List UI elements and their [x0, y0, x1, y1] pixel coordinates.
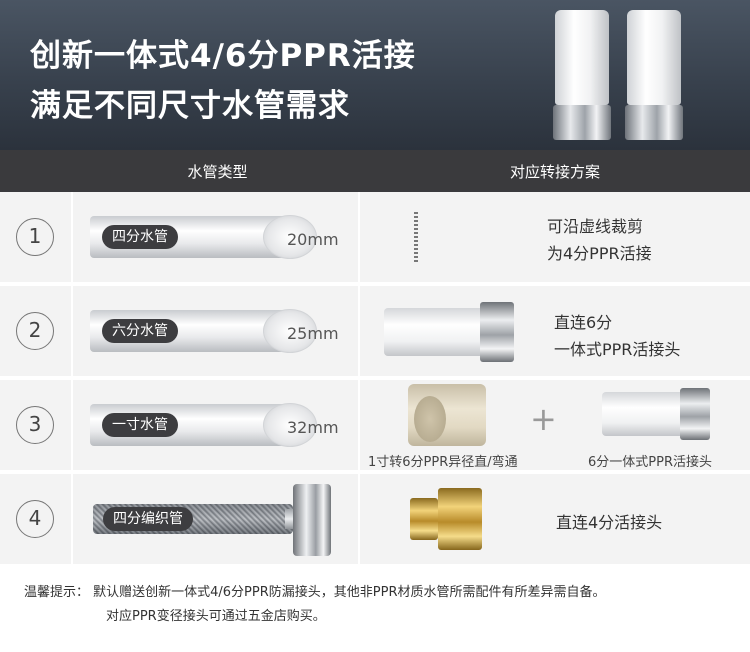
pipe-cell: 六分水管 25mm	[75, 286, 360, 376]
metal-nut-image	[480, 302, 514, 362]
header-solution: 对应转接方案	[509, 163, 600, 181]
metal-nut-image	[680, 388, 710, 440]
fitting-image-right	[625, 10, 683, 140]
solution-cell: 直连6分 一体式PPR活接头	[362, 286, 750, 376]
plus-icon: +	[530, 400, 557, 438]
row-number: 3	[16, 406, 54, 444]
solution-text-line2: 一体式PPR活接头	[554, 340, 681, 359]
table-row: 1 四分水管 20mm 可沿虚线裁剪 为4分PPR活接	[0, 192, 750, 284]
footer-line2: 对应PPR变径接头可通过五金店购买。	[106, 609, 326, 624]
banner: 创新一体式4/6分PPR活接 满足不同尺寸水管需求	[0, 0, 750, 150]
footer-note: 温馨提示： 默认赠送创新一体式4/6分PPR防漏接头，其他非PPR材质水管所需配…	[0, 567, 750, 652]
cut-line-icon	[414, 212, 418, 264]
table-header: 水管类型 对应转接方案	[0, 150, 750, 192]
pipe-image: 六分水管	[90, 309, 317, 353]
pipe-label: 六分水管	[102, 319, 178, 343]
pipe-dimension: 32mm	[287, 418, 339, 437]
table-row: 4 四分编织管 直连4分活接头	[0, 474, 750, 566]
row-number: 4	[16, 500, 54, 538]
solution-cell: 可沿虚线裁剪 为4分PPR活接	[362, 192, 750, 282]
solution-text-line2: 为4分PPR活接	[547, 244, 652, 263]
banner-title-line1: 创新一体式4/6分PPR活接	[30, 38, 416, 74]
pipe-label: 四分编织管	[103, 507, 193, 531]
pipe-cell: 四分编织管	[75, 474, 360, 564]
ppr-fitting-image	[384, 308, 484, 356]
pipe-label: 四分水管	[102, 225, 178, 249]
pipe-image: 一寸水管	[90, 403, 317, 447]
banner-title-line2: 满足不同尺寸水管需求	[30, 88, 350, 124]
caption-reducer: 1寸转6分PPR异径直/弯通	[368, 455, 518, 470]
row-number: 2	[16, 312, 54, 350]
reducer-fitting-image	[408, 384, 486, 446]
pipe-image: 四分水管	[90, 215, 317, 259]
brass-thread-image	[410, 498, 438, 540]
pipe-cell: 一寸水管 32mm	[75, 380, 360, 470]
row-number: 1	[16, 218, 54, 256]
footer-line1: 温馨提示： 默认赠送创新一体式4/6分PPR防漏接头，其他非PPR材质水管所需配…	[24, 585, 606, 600]
ppr-fitting-image	[602, 392, 684, 436]
brass-nut-image	[438, 488, 482, 550]
table-row: 3 一寸水管 32mm + 1寸转6分PPR异径直/弯通 6分一体式PPR活接头	[0, 380, 750, 472]
solution-cell: + 1寸转6分PPR异径直/弯通 6分一体式PPR活接头	[362, 380, 750, 470]
caption-ppr-fitting: 6分一体式PPR活接头	[588, 455, 712, 470]
header-pipe-type: 水管类型	[187, 163, 248, 181]
solution-text-line1: 直连6分	[554, 313, 613, 332]
hose-nut-image	[293, 484, 331, 556]
solution-text-line1: 可沿虚线裁剪	[547, 217, 644, 236]
braided-hose-image: 四分编织管	[93, 504, 293, 534]
pipe-dimension: 20mm	[287, 230, 339, 249]
solution-cell: 直连4分活接头	[362, 474, 750, 564]
fitting-image-left	[553, 10, 611, 140]
solution-text-line1: 直连4分活接头	[556, 513, 663, 532]
pipe-dimension: 25mm	[287, 324, 339, 343]
pipe-label: 一寸水管	[102, 413, 178, 437]
pipe-cell: 四分水管 20mm	[75, 192, 360, 282]
table-row: 2 六分水管 25mm 直连6分 一体式PPR活接头	[0, 286, 750, 378]
